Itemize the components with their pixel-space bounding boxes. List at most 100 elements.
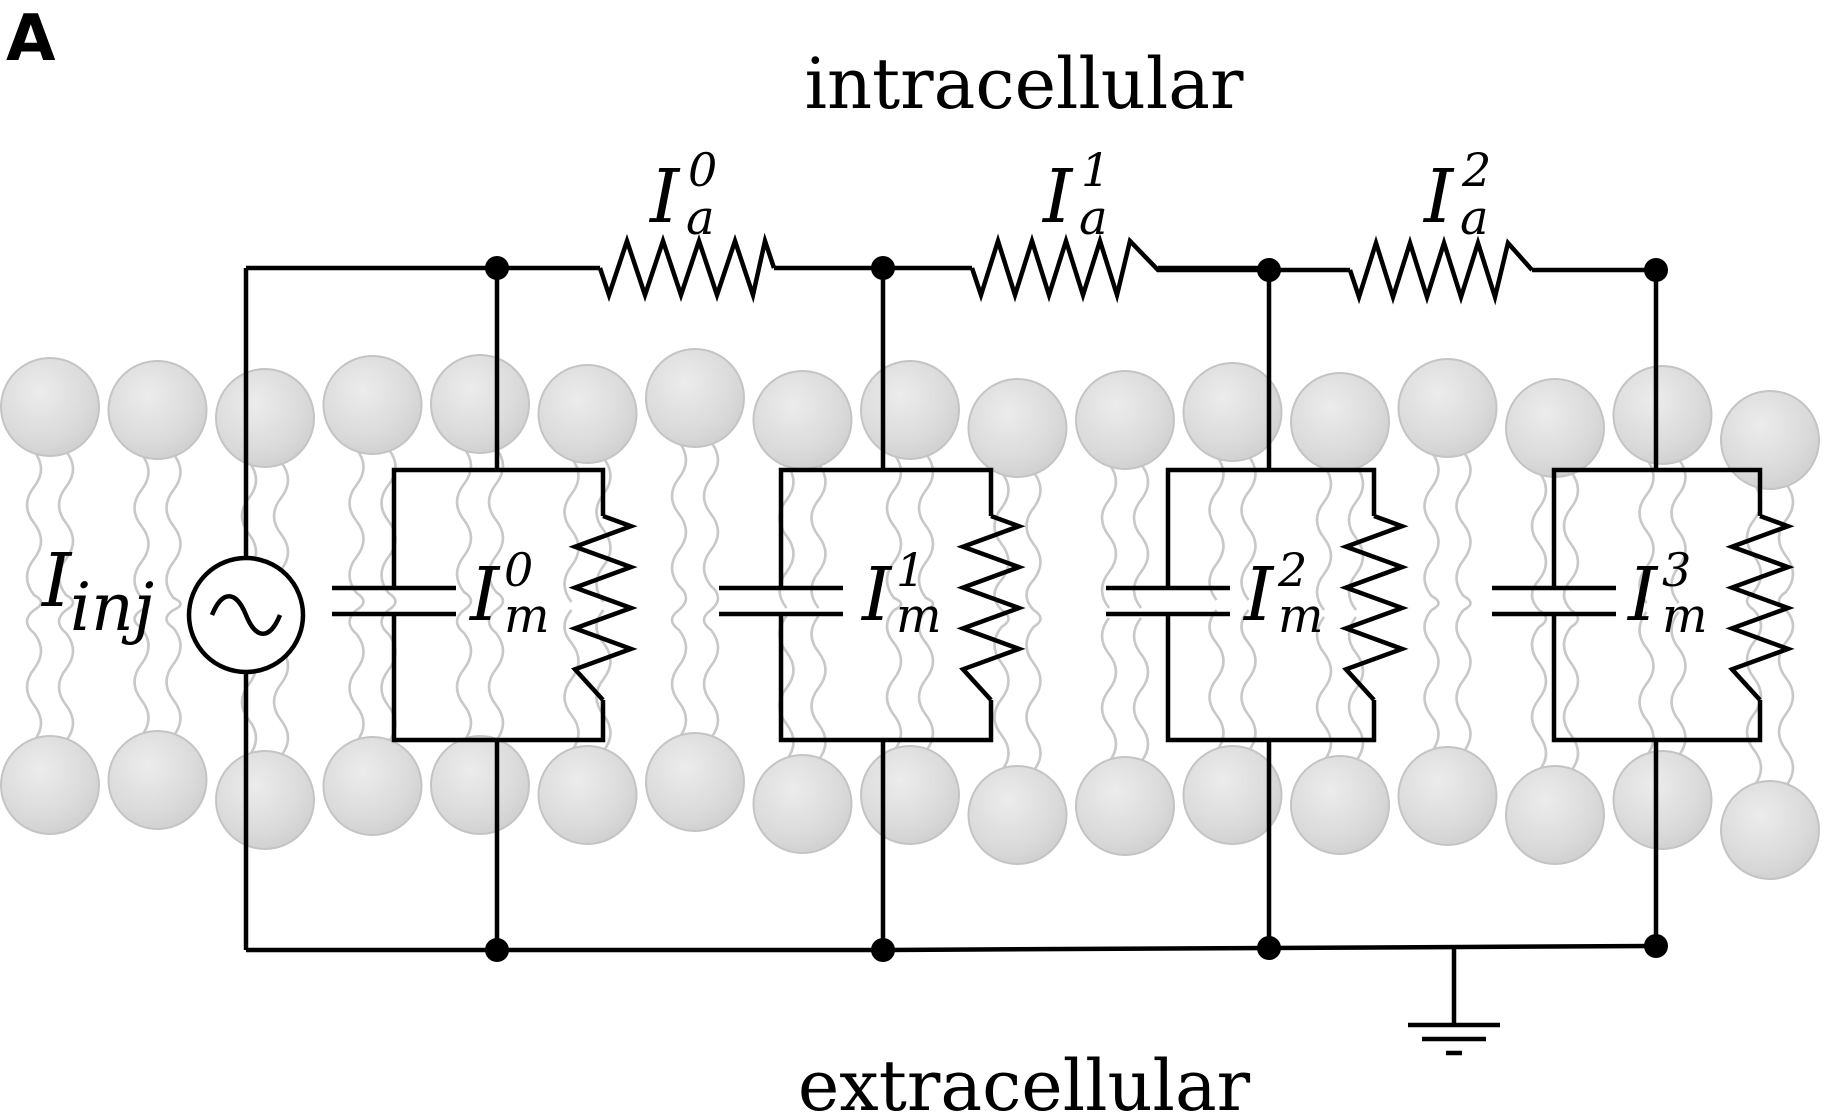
axial-resistor-0-icon — [597, 232, 777, 304]
lipid-tail — [57, 608, 75, 742]
lipid-head — [1290, 372, 1390, 472]
membrane-current-main: I — [1242, 552, 1275, 638]
axial-current-main: I — [1422, 154, 1455, 240]
lipid-head — [967, 765, 1068, 865]
lipid-tail — [702, 608, 720, 739]
lipid-tail — [1638, 611, 1655, 757]
lipid-head — [1397, 746, 1498, 846]
lipid-head — [430, 354, 530, 454]
lipid-head — [645, 732, 745, 832]
lipid-tail — [1240, 455, 1257, 601]
lipid-head — [0, 735, 100, 835]
lipid-head — [645, 348, 745, 448]
lipid-tail — [563, 609, 580, 752]
compartment-box-top — [1165, 467, 1377, 588]
lipid-bilayer — [0, 348, 1820, 880]
axial-current-superscript: 0 — [688, 143, 717, 197]
lipid-head — [1182, 362, 1283, 462]
source-current-label: I inj — [40, 538, 154, 646]
lipid-head — [215, 368, 315, 468]
membrane-resistor-icon — [1725, 513, 1795, 702]
lipid-head — [752, 370, 853, 470]
lipid-tail — [1025, 608, 1042, 772]
lipid-tail — [1423, 451, 1440, 612]
membrane-resistor-icon — [1339, 513, 1409, 702]
junction-dot-icon — [1257, 258, 1281, 282]
axial-resistor-1-icon — [969, 233, 1269, 304]
junction-dot-icon — [485, 256, 509, 280]
membrane-current-subscript: m — [1662, 588, 1708, 644]
lipid-tail — [1100, 463, 1118, 609]
lipid-tail — [1455, 609, 1472, 753]
lipid-tail — [1315, 616, 1333, 762]
lipid-tail — [1423, 609, 1440, 753]
lipid-tail — [670, 441, 688, 611]
lipid-tail — [487, 608, 505, 742]
compartment-box-bottom — [778, 614, 994, 743]
membrane-current-main: I — [1626, 552, 1659, 638]
lipid-tail — [348, 448, 365, 612]
lipid-head — [1612, 365, 1713, 465]
membrane-current-subscript: m — [896, 588, 942, 644]
ground-icon — [1408, 948, 1500, 1056]
junction-dot-icon — [485, 938, 509, 962]
membrane-resistor-icon — [956, 513, 1026, 702]
lipid-tail — [1777, 609, 1795, 787]
lipid-head — [1505, 765, 1605, 865]
axial-current-subscript: a — [1079, 190, 1108, 246]
lipid-head — [0, 357, 100, 457]
junction-dot-icon — [871, 256, 895, 280]
compartment-box-top — [391, 467, 606, 588]
lipid-head — [430, 735, 530, 835]
lipid-tail — [133, 608, 150, 737]
compartment-box-top — [778, 467, 994, 588]
membrane-current-main: I — [468, 552, 501, 638]
lipid-tail — [348, 609, 365, 743]
lipid-tail — [1240, 609, 1257, 752]
membrane-current-superscript: 3 — [1662, 543, 1691, 597]
lipid-tail — [165, 608, 182, 737]
axial-resistor-2-icon — [1347, 235, 1534, 306]
lipid-tail — [1530, 608, 1548, 772]
lipid-tail — [885, 453, 903, 612]
lipid-head — [1720, 390, 1820, 490]
axial-current-main: I — [1041, 154, 1074, 240]
axial-current-subscript: a — [686, 190, 715, 246]
lipid-tail — [1455, 451, 1472, 612]
compartment-box-bottom — [1165, 614, 1377, 743]
lipid-tail — [455, 447, 473, 612]
source-current-main: I — [40, 538, 73, 624]
lipid-head — [752, 754, 853, 854]
lipid-tail — [595, 457, 612, 603]
source-current-subscript: inj — [70, 569, 154, 646]
lipid-head — [1290, 755, 1390, 855]
lipid-tail — [993, 471, 1010, 611]
lipid-tail — [1208, 455, 1225, 601]
capacitor-icon — [719, 585, 843, 617]
lipid-head — [1720, 780, 1820, 880]
lipid-tail — [1132, 463, 1150, 609]
lipid-tail — [57, 450, 75, 612]
lipid-tail — [1670, 611, 1687, 757]
lipid-tail — [1132, 617, 1150, 763]
junction-dot-icon — [1257, 936, 1281, 960]
lipid-tail — [993, 608, 1010, 772]
lipid-tail — [1670, 458, 1687, 604]
bottom-rail — [246, 943, 1657, 953]
membrane-current-superscript: 0 — [504, 543, 533, 597]
membrane-current-main: I — [860, 552, 893, 638]
lipid-tail — [917, 453, 935, 612]
lipid-head — [1075, 756, 1175, 856]
membrane-current-superscript: 1 — [896, 543, 925, 597]
lipid-tail — [25, 450, 43, 612]
lipid-head — [107, 730, 208, 830]
lipid-tail — [133, 453, 150, 612]
